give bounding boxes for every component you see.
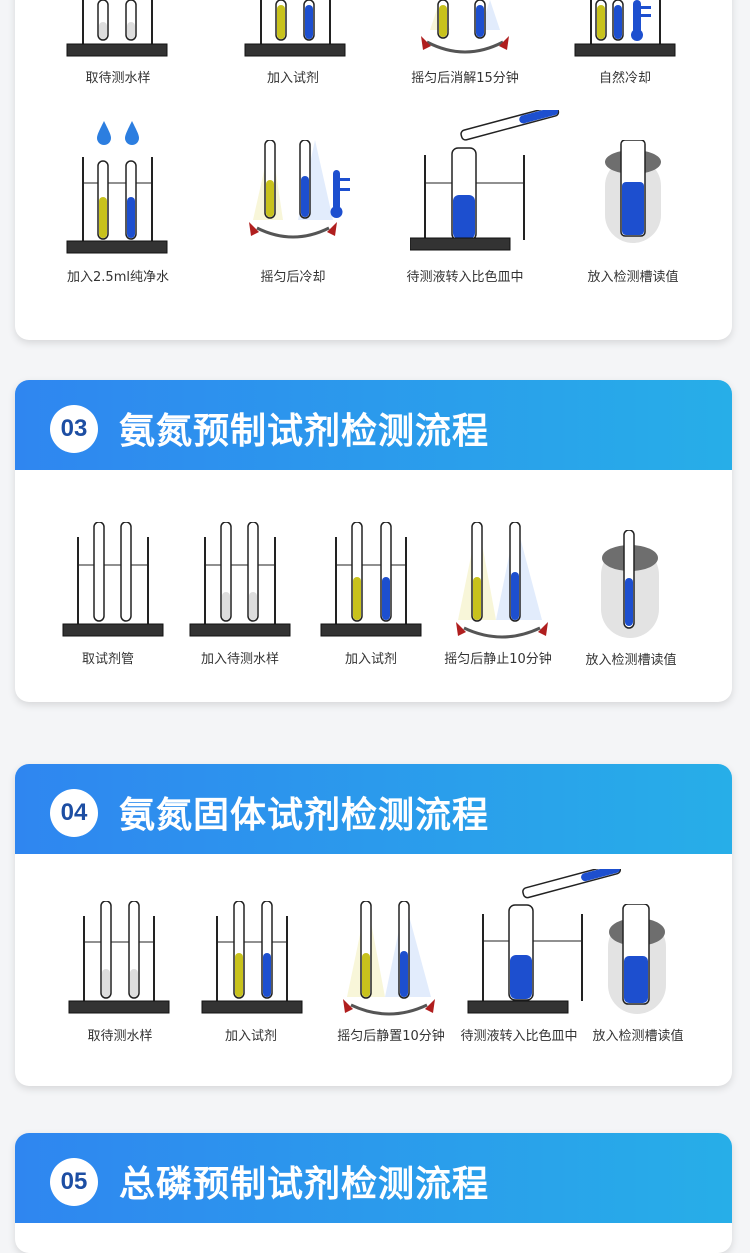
step-caption: 加入2.5ml纯净水 — [67, 270, 169, 285]
section-05-card: 05 总磷预制试剂检测流程 — [15, 1133, 732, 1253]
step-caption: 摇匀后冷却 — [260, 270, 326, 285]
shaking-arrow-icon — [343, 901, 435, 1016]
section-03-card: 03 氨氮预制试剂检测流程 — [15, 380, 732, 702]
step-caption: 摇匀后静置10分钟 — [337, 1029, 445, 1044]
step-caption: 摇匀后消解15分钟 — [411, 71, 519, 86]
test-tube-rack-icon — [66, 0, 168, 57]
step-caption: 加入待测水样 — [200, 652, 280, 667]
section-number-badge: 04 — [50, 789, 98, 837]
test-tube-rack-icon — [201, 901, 303, 1014]
step-caption: 取试剂管 — [81, 652, 135, 667]
section-header: 03 氨氮预制试剂检测流程 — [15, 380, 732, 470]
shaking-arrow-icon — [249, 140, 350, 239]
section-header: 04 氨氮固体试剂检测流程 — [15, 764, 732, 854]
thermometer-icon — [574, 0, 676, 57]
step-caption: 放入检测槽读值 — [585, 653, 677, 668]
step-caption: 放入检测槽读值 — [587, 270, 679, 285]
step-caption: 取待测水样 — [87, 1029, 153, 1044]
section-number-badge: 05 — [50, 1158, 98, 1206]
shaking-arrow-icon — [421, 0, 509, 54]
pipette-icon — [467, 869, 622, 1014]
section-title: 氨氮预制试剂检测流程 — [119, 411, 490, 452]
test-tube-rack-icon — [320, 522, 422, 637]
water-drop-icon — [66, 121, 168, 254]
cuvette-holder-icon — [608, 904, 666, 1014]
cuvette-holder-icon — [605, 140, 661, 243]
section-title: 总磷预制试剂检测流程 — [119, 1164, 490, 1205]
test-tube-rack-icon — [68, 901, 170, 1014]
test-tube-rack-icon — [62, 522, 164, 637]
pipette-icon — [410, 110, 560, 251]
section-number-badge: 03 — [50, 405, 98, 453]
step-caption: 待测液转入比色皿中 — [406, 270, 524, 285]
step-caption: 摇匀后静止10分钟 — [444, 652, 552, 667]
section-title: 氨氮固体试剂检测流程 — [119, 795, 490, 836]
section-header: 05 总磷预制试剂检测流程 — [15, 1133, 732, 1223]
section-04-card: 04 氨氮固体试剂检测流程 — [15, 764, 732, 1086]
step-caption: 自然冷却 — [598, 71, 652, 86]
test-tube-rack-icon — [189, 522, 291, 637]
section-top-card: 取待测水样 加入试剂 摇匀后消解15分钟 自然冷却 — [15, 0, 732, 340]
shaking-arrow-icon — [456, 522, 548, 639]
step-caption: 取待测水样 — [85, 71, 151, 86]
step-caption: 加入试剂 — [224, 1029, 278, 1044]
test-tube-rack-icon — [244, 0, 346, 57]
cuvette-holder-icon — [601, 530, 659, 638]
step-caption: 加入试剂 — [344, 652, 398, 667]
step-caption: 待测液转入比色皿中 — [460, 1029, 578, 1044]
step-caption: 加入试剂 — [266, 71, 320, 86]
step-caption: 放入检测槽读值 — [592, 1029, 684, 1044]
